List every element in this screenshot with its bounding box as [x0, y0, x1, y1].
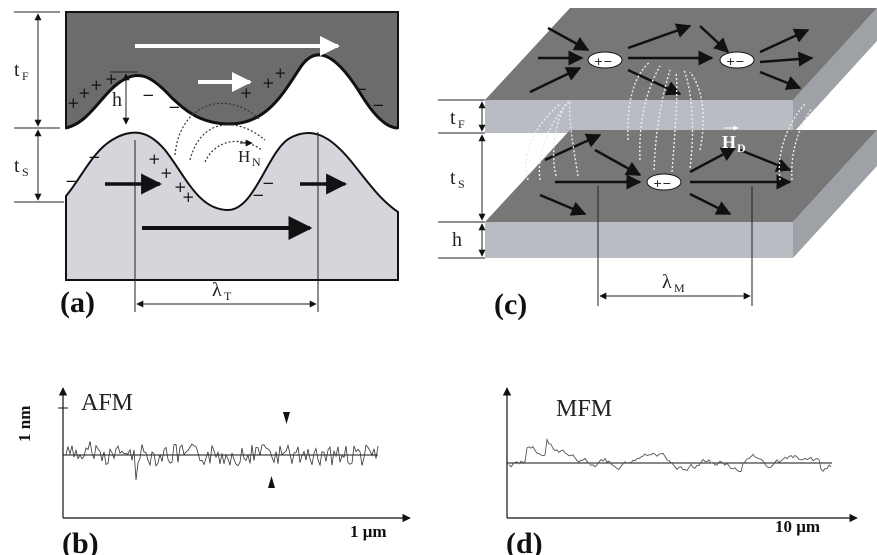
svg-text:M: M	[674, 281, 685, 295]
charges-a: + + + + − − + + + − − − − + + + + − −	[65, 64, 385, 206]
svg-text:H: H	[722, 132, 736, 152]
dim-h-c: h	[438, 223, 486, 259]
dim-lambda-m: λ M	[597, 186, 753, 306]
svg-text:+−: +−	[594, 55, 612, 68]
field-label-hn: H N	[238, 139, 261, 169]
plus-charge: +	[174, 178, 187, 196]
svg-text:h: h	[452, 229, 462, 251]
svg-text:λ: λ	[212, 279, 222, 301]
top-slab-side	[793, 8, 877, 133]
panel-c: +− +− +− H D	[438, 8, 877, 321]
afm-marker-down	[283, 412, 290, 424]
plus-charge: +	[148, 150, 161, 168]
plus-charge: +	[105, 70, 118, 88]
panel-label-a: (a)	[60, 286, 95, 319]
svg-text:F: F	[22, 69, 29, 83]
plus-charge: +	[67, 94, 80, 112]
dim-h-a: h	[110, 71, 138, 125]
minus-charge: −	[88, 148, 101, 166]
mfm-trace	[508, 437, 832, 472]
plus-charge: +	[274, 64, 287, 82]
top-slab-top	[485, 8, 877, 100]
afm-marker-up	[268, 476, 275, 488]
bottom-slab-top	[485, 130, 877, 222]
svg-text:+−: +−	[726, 55, 744, 68]
svg-text:λ: λ	[662, 271, 672, 293]
dim-tf-a: t F	[14, 11, 60, 129]
svg-text:t: t	[14, 155, 20, 177]
plus-charge: +	[182, 188, 195, 206]
dim-ts-c: t S	[438, 134, 486, 223]
top-slab-arrows	[529, 23, 814, 96]
svg-text:+−: +−	[653, 177, 671, 190]
mfm-x-unit: 10 μm	[775, 517, 820, 536]
minus-charge: −	[372, 96, 385, 114]
svg-text:t: t	[14, 59, 20, 81]
top-slab-front	[485, 100, 793, 133]
bottom-slab-front	[485, 222, 793, 258]
panel-d: MFM 10 μm (d)	[502, 387, 858, 555]
svg-text:H: H	[238, 147, 250, 166]
afm-x-unit: 1 μm	[350, 522, 387, 541]
stray-field-lines-c	[525, 61, 813, 181]
minus-charge: −	[355, 80, 368, 98]
minus-charge: −	[142, 86, 155, 104]
svg-text:N: N	[252, 155, 261, 169]
plus-charge: +	[78, 84, 91, 102]
minus-charge: −	[252, 186, 265, 204]
dim-lambda-t: λ T	[134, 132, 319, 312]
plus-charge: +	[90, 76, 103, 94]
svg-text:S: S	[458, 177, 465, 191]
svg-text:T: T	[224, 289, 232, 303]
svg-text:S: S	[22, 165, 29, 179]
bottom-slab-side	[793, 130, 877, 258]
minus-charge: −	[168, 98, 181, 116]
stray-field-lines-a	[174, 102, 266, 163]
plus-charge: +	[160, 164, 173, 182]
afm-y-unit: 1 nm	[15, 406, 34, 442]
charge-ellipses: +− +− +−	[587, 51, 755, 191]
svg-text:t: t	[450, 167, 456, 189]
dim-tf-c: t F	[438, 99, 486, 134]
svg-text:F: F	[458, 117, 465, 131]
dim-ts-a: t S	[14, 129, 64, 203]
svg-text:h: h	[112, 89, 122, 111]
substrate-layer-a	[65, 131, 399, 281]
plus-charge: +	[262, 74, 275, 92]
field-label-hd: H D	[722, 125, 746, 155]
mfm-title: MFM	[556, 396, 612, 422]
panel-label-c: (c)	[494, 288, 527, 321]
panel-a: + + + + − − + + + − − − − + + + + − − H …	[14, 11, 399, 319]
panel-label-b: (b)	[62, 527, 99, 555]
panel-label-d: (d)	[506, 527, 543, 555]
svg-text:t: t	[450, 107, 456, 129]
svg-text:D: D	[737, 141, 746, 155]
plus-charge: +	[240, 84, 253, 102]
minus-charge: −	[65, 172, 78, 190]
interface-curve-a	[65, 53, 399, 130]
afm-trace	[65, 441, 379, 481]
afm-title: AFM	[81, 390, 133, 416]
panel-b: AFM 1 nm 1 μm (b)	[15, 387, 411, 555]
minus-charge: −	[262, 174, 275, 192]
